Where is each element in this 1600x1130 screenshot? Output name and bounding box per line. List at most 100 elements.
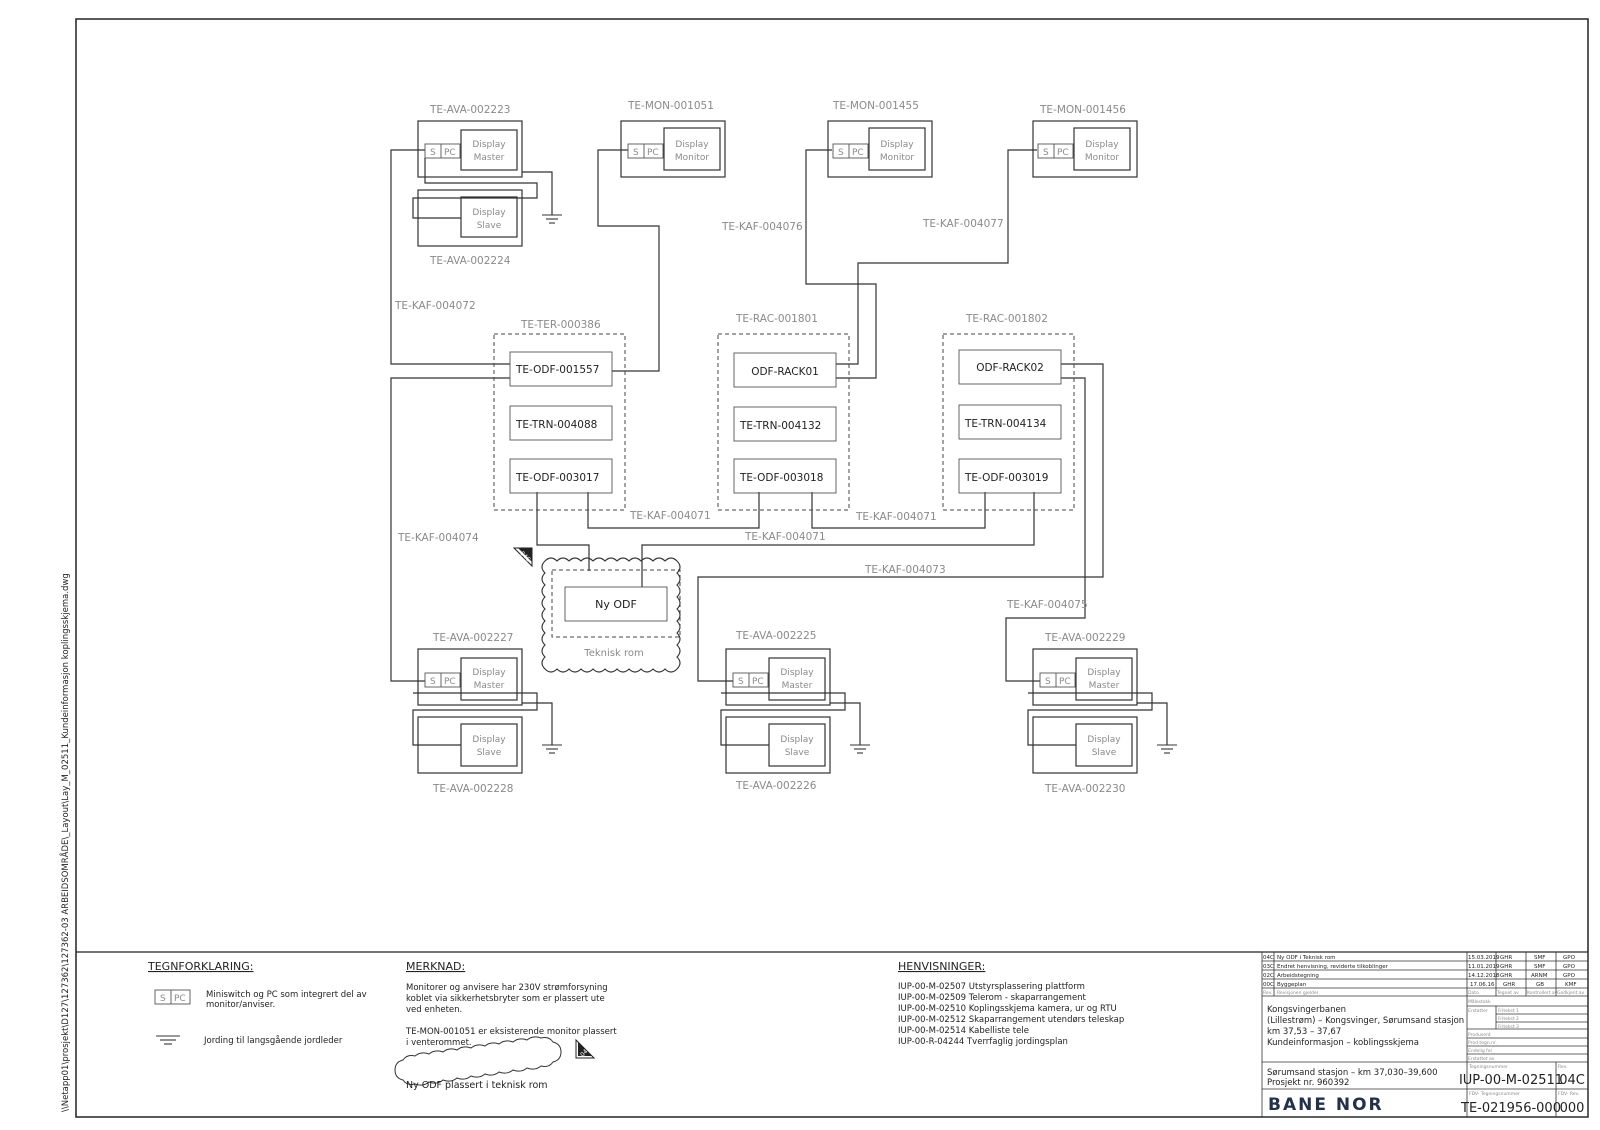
svg-text:Display: Display: [472, 208, 506, 218]
svg-text:GHR: GHR: [1500, 973, 1512, 979]
svg-text:FDV- Tegningsnummer: FDV- Tegningsnummer: [1469, 1091, 1520, 1097]
svg-text:monitor/anviser.: monitor/anviser.: [206, 1000, 275, 1010]
svg-text:Rev.: Rev.: [1263, 990, 1272, 996]
svg-text:00C: 00C: [1263, 982, 1274, 988]
unit-tag: TE-AVA-002228: [432, 783, 513, 795]
cabinet-rac-001801: TE-RAC-001801 ODF-RACK01 TE-TRN-004132 T…: [717, 313, 850, 511]
unit-tag: TE-AVA-002223: [429, 104, 510, 116]
cloud-note: Ny ODF plassert i teknisk rom: [406, 1080, 548, 1091]
revision-cloud: [541, 557, 681, 673]
svg-text:Sørumsand stasjon – km 37,030–: Sørumsand stasjon – km 37,030–39,600: [1267, 1068, 1438, 1078]
ground-symbol-icon: [1157, 744, 1177, 754]
svg-text:Prod.tegn.nr.: Prod.tegn.nr.: [1468, 1040, 1497, 1046]
svg-text:ved enheten.: ved enheten.: [406, 1005, 462, 1015]
svg-text:Fritekst 2: Fritekst 2: [1498, 1016, 1519, 1022]
display-unit-ava-002223: TE-AVA-002223 S PC Display Master: [417, 104, 523, 178]
cabinet-item: TE-TRN-004088: [515, 419, 597, 431]
cabinet-item: TE-ODF-003019: [964, 472, 1048, 484]
ground-symbol-icon: [156, 1035, 180, 1045]
unit-tag: TE-MON-001051: [627, 100, 714, 112]
svg-text:PC: PC: [174, 994, 186, 1004]
svg-text:Display: Display: [675, 140, 709, 150]
svg-text:Produsent: Produsent: [1468, 1032, 1491, 1038]
switch-pc-icon: [1037, 143, 1074, 159]
display-unit-ava-002228: Display Slave TE-AVA-002228: [417, 716, 523, 795]
svg-text:Display: Display: [472, 668, 506, 678]
svg-text:GHR: GHR: [1503, 982, 1515, 988]
svg-text:S: S: [430, 148, 436, 158]
display-unit-ava-002229: TE-AVA-002229 S PC Display Master: [1032, 632, 1138, 706]
display-unit-ava-002225: TE-AVA-002225 S PC Display Master: [725, 630, 831, 706]
ground-symbol-icon: [850, 744, 870, 754]
switch-pc-icon: [424, 672, 461, 688]
revision-triangle-icon: 04C: [512, 547, 533, 568]
svg-text:Endelig for: Endelig for: [1468, 1048, 1492, 1054]
unit-tag: TE-AVA-002224: [429, 255, 511, 267]
ny-odf-label: Ny ODF: [595, 598, 637, 611]
unit-tag: TE-AVA-002227: [432, 632, 513, 644]
svg-text:IUP-00-M-02514 Kabelliste tel: IUP-00-M-02514 Kabelliste tele: [898, 1026, 1029, 1036]
svg-text:Display: Display: [780, 668, 814, 678]
switch-pc-icon: [154, 989, 191, 1005]
cable-label-kaf-004071-a: TE-KAF-004071: [629, 510, 711, 522]
display-unit-mon-001456: TE-MON-001456 S PC Display Monitor: [1032, 104, 1138, 178]
svg-text:GHR: GHR: [1500, 955, 1512, 961]
svg-text:S: S: [430, 677, 436, 687]
svg-text:SMF: SMF: [1534, 964, 1545, 970]
svg-text:S: S: [1043, 148, 1049, 158]
svg-text:Display: Display: [1087, 735, 1121, 745]
cabinet-tag: TE-RAC-001801: [735, 313, 818, 325]
svg-text:Revisjonen gjelder: Revisjonen gjelder: [1277, 990, 1319, 996]
cabinet-item: TE-ODF-003017: [515, 472, 599, 484]
svg-text:15.03.2019: 15.03.2019: [1468, 955, 1500, 961]
ground-symbol-icon: [542, 214, 562, 224]
svg-text:Slave: Slave: [477, 221, 502, 231]
cabinet-item: TE-TRN-004134: [964, 418, 1047, 430]
switch-pc-icon: [1039, 672, 1076, 688]
svg-text:Arbeidstegning: Arbeidstegning: [1277, 973, 1319, 979]
svg-text:(Lillestrøm) – Kongsvinger, Sø: (Lillestrøm) – Kongsvinger, Sørumsand st…: [1267, 1016, 1464, 1026]
svg-text:IUP-00-R-04244 Tverrfaglig jo: IUP-00-R-04244 Tverrfaglig jordingsplan: [898, 1037, 1068, 1047]
svg-text:Tegningsnummer: Tegningsnummer: [1468, 1064, 1508, 1070]
fdv-revision: 000: [1560, 1101, 1585, 1116]
display-unit-ava-002227: TE-AVA-002227 S PC Display Master: [417, 632, 523, 706]
svg-text:IUP-00-M-02510 Koplingsskjema: IUP-00-M-02510 Koplingsskjema kamera, ur…: [898, 1004, 1117, 1014]
svg-text:PC: PC: [852, 148, 864, 158]
svg-text:Miniswitch og PC som integrert: Miniswitch og PC som integrert del av: [206, 990, 367, 1000]
svg-text:KMF: KMF: [1565, 982, 1577, 988]
remarks-title: MERKNAD:: [406, 960, 465, 973]
cable-label-kaf-004073: TE-KAF-004073: [864, 564, 946, 576]
cable-label-kaf-004074: TE-KAF-004074: [397, 532, 479, 544]
unit-tag: TE-AVA-002226: [735, 780, 817, 792]
cabinet-item: TE-ODF-001557: [515, 364, 599, 376]
svg-text:Fritekst 3: Fritekst 3: [1498, 1024, 1519, 1030]
display-unit-mon-001051: TE-MON-001051 S PC Display Monitor: [620, 100, 726, 178]
svg-text:Rev.: Rev.: [1558, 1064, 1567, 1070]
display-unit-mon-001455: TE-MON-001455 S PC Display Monitor: [827, 100, 933, 178]
svg-text:GPO: GPO: [1563, 964, 1576, 970]
cable-label-kaf-004075: TE-KAF-004075: [1006, 599, 1088, 611]
cabinet-tag: TE-TER-000386: [520, 319, 601, 331]
svg-text:S: S: [1045, 677, 1051, 687]
svg-text:Erstattet av: Erstattet av: [1468, 1056, 1495, 1062]
switch-pc-icon: [627, 143, 664, 159]
svg-text:03C: 03C: [1263, 964, 1274, 970]
unit-tag: TE-MON-001455: [832, 100, 919, 112]
cabinet-item: TE-TRN-004132: [739, 420, 821, 432]
svg-text:IUP-00-M-02507 Utstyrsplasser: IUP-00-M-02507 Utstyrsplassering plattfo…: [898, 982, 1085, 992]
references-title: HENVISNINGER:: [898, 960, 985, 973]
svg-text:Display: Display: [472, 140, 506, 150]
svg-text:Erstatter: Erstatter: [1468, 1008, 1488, 1014]
technical-room-label: Teknisk rom: [583, 648, 643, 659]
svg-text:Monitor: Monitor: [675, 153, 710, 163]
svg-text:Display: Display: [472, 735, 506, 745]
svg-text:Display: Display: [880, 140, 914, 150]
display-unit-ava-002224: Display Slave TE-AVA-002224: [417, 189, 523, 267]
svg-text:GPO: GPO: [1563, 955, 1576, 961]
svg-text:11.01.2019: 11.01.2019: [1468, 964, 1500, 970]
svg-text:Kontrollert av: Kontrollert av: [1527, 990, 1558, 996]
svg-text:Monitorer og anvisere har 230V: Monitorer og anvisere har 230V strømfors…: [406, 983, 608, 993]
svg-text:S: S: [838, 148, 844, 158]
revision-triangle-icon: 04C: [575, 1038, 596, 1059]
